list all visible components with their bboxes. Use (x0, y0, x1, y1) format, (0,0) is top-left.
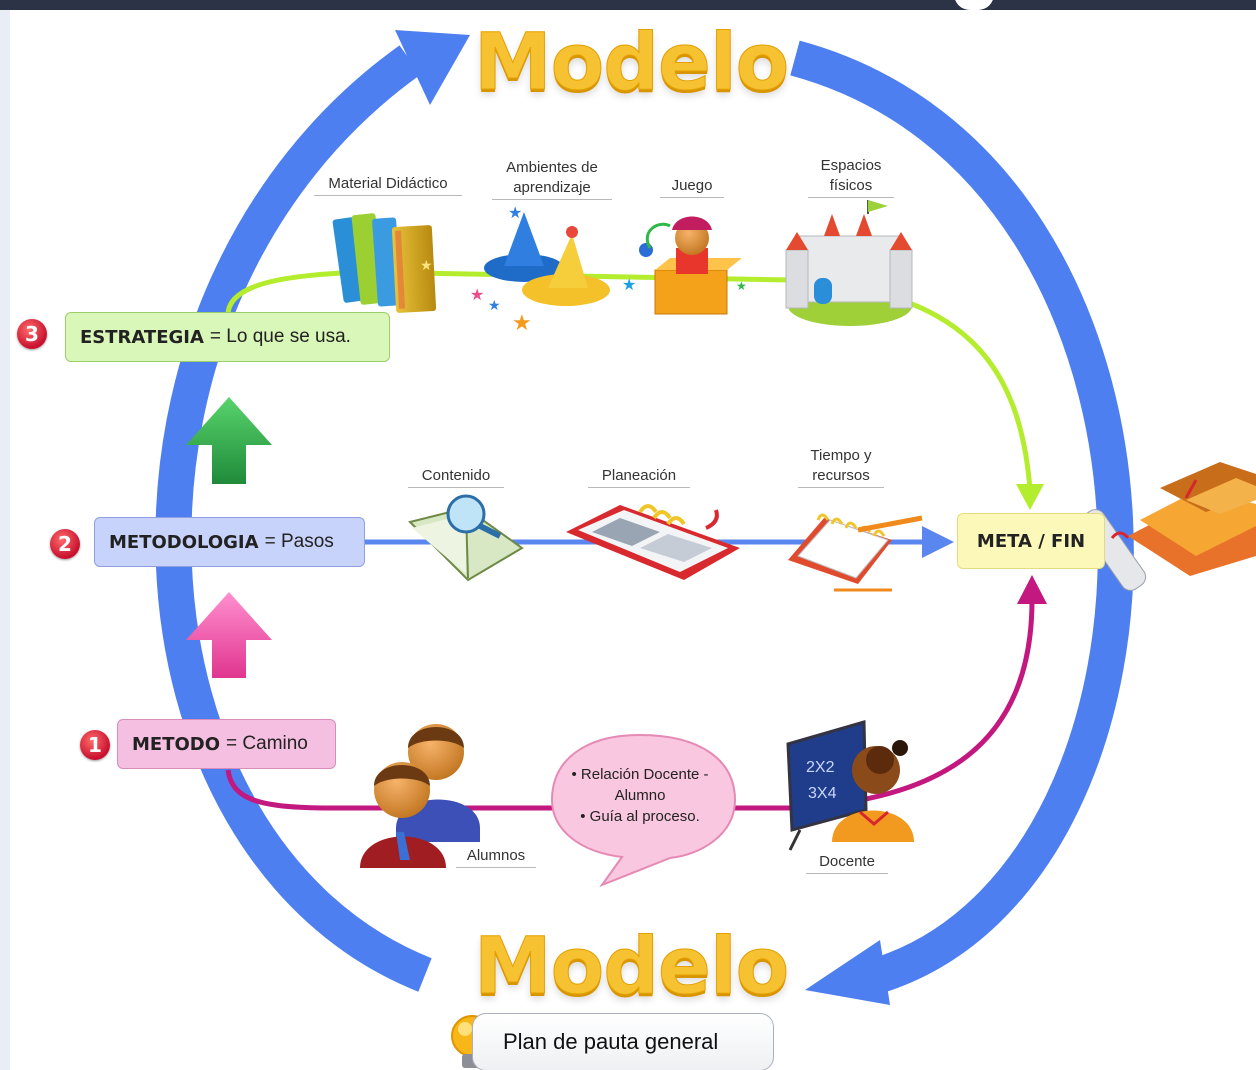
svg-text:★: ★ (420, 257, 433, 273)
metodologia-definition: = Pasos (264, 531, 334, 552)
speech-bubble (550, 733, 737, 888)
green-up-arrow (186, 397, 272, 484)
label-tiempo-recursos: Tiempo y recursos (798, 446, 884, 488)
label-tiempo-line-2: recursos (812, 467, 870, 484)
strategy-arrowhead (1016, 484, 1044, 510)
node-estrategia[interactable]: ESTRATEGIA = Lo que se usa. (65, 312, 390, 362)
node-meta-fin[interactable]: META / FIN (957, 513, 1105, 569)
svg-text:★: ★ (736, 279, 747, 293)
plan-label: Plan de pauta general (503, 1029, 719, 1054)
label-espacios-line-2: físicos (829, 177, 873, 194)
top-bar (0, 0, 1256, 10)
book-magnifier-icon (408, 494, 524, 582)
teacher-board-icon: 2X2 3X4 (786, 720, 914, 851)
estrategia-definition: = Lo que se usa. (209, 326, 351, 347)
bubble-line-1: • Relación Docente - (571, 766, 709, 783)
jester-box-icon: ★ ★ (622, 216, 747, 315)
metodologia-term: METODOLOGIA (109, 531, 259, 553)
bubble-line-2: Alumno (614, 787, 666, 804)
bubble-text: • Relación Docente - Alumno • Guía al pr… (556, 764, 724, 827)
node-metodologia[interactable]: METODOLOGIA = Pasos (94, 517, 365, 567)
label-alumnos: Alumnos (456, 846, 536, 868)
svg-text:★: ★ (488, 297, 501, 313)
title-top: Modelo (473, 18, 789, 108)
label-material-didactico: Material Didáctico (314, 174, 462, 196)
badge-1: 1 (80, 730, 110, 760)
metodo-term: METODO (132, 733, 221, 755)
label-espacios-line-1: Espacios (820, 157, 882, 174)
planner-icon (566, 504, 740, 580)
svg-text:★: ★ (508, 205, 522, 222)
students-icon (360, 724, 480, 868)
label-juego: Juego (660, 176, 724, 198)
pink-up-arrow (186, 592, 272, 678)
wizard-hat-icon: ★ ★ ★ ★ (470, 205, 610, 335)
label-tiempo-line-1: Tiempo y (810, 447, 872, 464)
left-strip (0, 10, 10, 1070)
label-ambientes-line-2: aprendizaje (513, 179, 591, 196)
svg-text:★: ★ (470, 287, 484, 304)
label-docente: Docente (806, 852, 888, 874)
graduation-cap-icon (1079, 462, 1256, 591)
label-ambientes: Ambientes de aprendizaje (492, 158, 612, 200)
books-icon: ★ (332, 213, 437, 313)
method-arrowhead (1017, 575, 1047, 604)
castle-icon (785, 200, 913, 326)
plan-pauta-general[interactable]: Plan de pauta general (472, 1013, 774, 1070)
top-bar-notch (954, 0, 994, 10)
estrategia-term: ESTRATEGIA (80, 326, 204, 348)
label-planeacion: Planeación (588, 466, 690, 488)
board-text-1: 2X2 (806, 759, 835, 776)
label-ambientes-line-1: Ambientes de (506, 159, 598, 176)
methodology-arrowhead (922, 526, 954, 558)
badge-3: 3 (17, 319, 47, 349)
svg-text:★: ★ (622, 277, 636, 294)
node-metodo[interactable]: METODO = Camino (117, 719, 336, 769)
badge-2: 2 (50, 529, 80, 559)
svg-text:★: ★ (512, 310, 532, 335)
title-bottom: Modelo (473, 922, 789, 1012)
board-text-2: 3X4 (808, 785, 837, 802)
notebook-pencil-icon (788, 513, 923, 592)
bubble-line-3: • Guía al proceso. (580, 808, 700, 825)
meta-fin-term: META / FIN (976, 530, 1086, 552)
label-contenido: Contenido (408, 466, 504, 488)
metodo-definition: = Camino (226, 733, 308, 754)
label-espacios: Espacios físicos (808, 156, 894, 198)
